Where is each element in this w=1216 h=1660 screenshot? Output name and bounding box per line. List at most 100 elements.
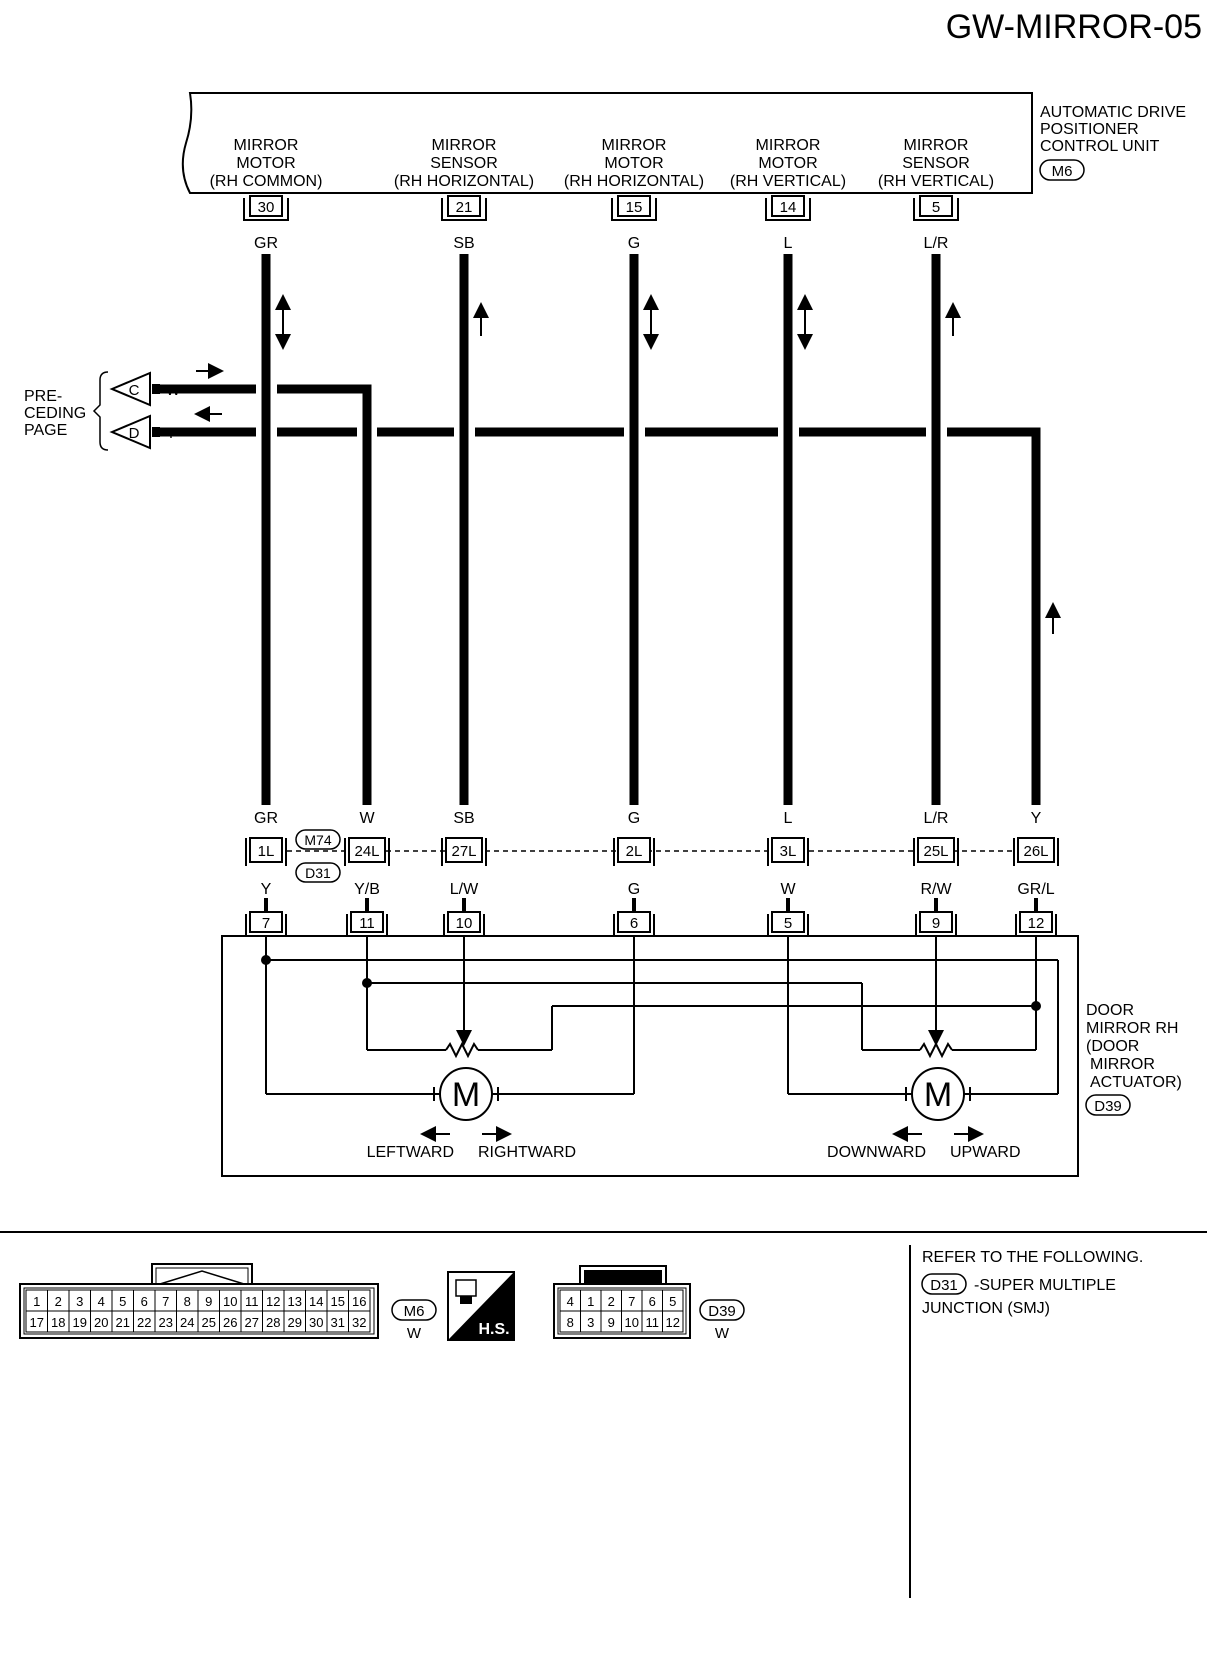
m6-pin-number: 20 — [94, 1315, 108, 1330]
splice-dot-2 — [362, 978, 372, 988]
junction-wire-bottom-7: GR/L — [1017, 881, 1054, 898]
preceding-page-label-3: PAGE — [24, 422, 67, 439]
d39-pin-cell — [662, 1310, 684, 1333]
cu-pin-5-number: 5 — [932, 199, 940, 216]
mirror-pin-10-label: 10 — [456, 915, 473, 932]
junction-wire-bottom-5: W — [780, 881, 796, 898]
junction-wire-bottom-2: Y/B — [354, 881, 380, 898]
terminal-1-label-1: MIRROR — [234, 137, 299, 154]
ref-triangle-d[interactable] — [109, 414, 151, 450]
junction-pin-7-label: 26L — [1023, 843, 1048, 860]
terminal-3-label-3: (RH HORIZONTAL) — [564, 173, 704, 190]
preceding-page-label-1: PRE- — [24, 388, 62, 405]
m6-pin-number: 30 — [309, 1315, 323, 1330]
d39-pin-number: 1 — [587, 1294, 594, 1309]
vertical-motor-icon: M — [905, 1067, 971, 1121]
page-id: GW-MIRROR-05 — [946, 8, 1202, 46]
splice-dot-1 — [261, 955, 271, 965]
mirror-pin-5-label: 5 — [784, 915, 792, 932]
terminal-3-label-1: MIRROR — [602, 137, 667, 154]
d39-pin-number: 11 — [646, 1315, 660, 1330]
cu-pin-30-number: 30 — [258, 199, 275, 216]
junction-pin-26l — [1013, 837, 1059, 866]
junction-pin-5-label: 3L — [780, 843, 797, 860]
terminal-4-label-1: MIRROR — [756, 137, 821, 154]
m6-pin-number: 5 — [119, 1294, 126, 1309]
junction-pin-2l — [613, 837, 655, 866]
wire-color-g-top: G — [628, 235, 640, 252]
cu-pin-21-number: 21 — [456, 199, 473, 216]
m6-pin-number: 6 — [141, 1294, 148, 1309]
junction-pin-1-label: 1L — [258, 843, 275, 860]
control-unit-connector-id: M6 — [1052, 163, 1073, 180]
junction-connector-m74: M74 — [304, 832, 331, 848]
mirror-pin-7 — [245, 911, 287, 936]
ref-triangle-c[interactable] — [109, 371, 151, 407]
svg-text:AUTOMATIC DRIVE: AUTOMATIC DRIVE — [1040, 104, 1186, 121]
terminal-5-label-1: MIRROR — [904, 137, 969, 154]
junction-pin-4-label: 2L — [626, 843, 643, 860]
cu-pin-15 — [611, 195, 657, 221]
d39-pin-number: 8 — [567, 1315, 574, 1330]
door-mirror-name-4: MIRROR — [1090, 1056, 1155, 1073]
d39-pin-number: 4 — [567, 1294, 574, 1309]
reference-title: REFER TO THE FOLLOWING. — [922, 1249, 1143, 1266]
junction-connector-d31: D31 — [305, 865, 331, 881]
wire-color-sb-top: SB — [453, 235, 474, 252]
terminal-2-label-3: (RH HORIZONTAL) — [394, 173, 534, 190]
ref-d-letter: D — [129, 425, 140, 442]
splice-dot-3 — [1031, 1001, 1041, 1011]
wire-color-lr-top: L/R — [924, 235, 949, 252]
mirror-pin-10 — [443, 911, 485, 936]
cu-pin-14-number: 14 — [780, 199, 797, 216]
m6-pin-number: 7 — [162, 1294, 169, 1309]
preceding-page-bracket — [92, 371, 109, 451]
junction-pin-1l — [245, 837, 287, 866]
reference-connector: D31 — [930, 1277, 958, 1294]
junction-wire-bottom-6: R/W — [920, 881, 952, 898]
m6-pin-number: 9 — [205, 1294, 212, 1309]
d39-pin-number: 9 — [608, 1315, 615, 1330]
door-mirror-name-5: ACTUATOR) — [1090, 1074, 1182, 1091]
terminal-1-label-3: (RH COMMON) — [210, 173, 323, 190]
control-unit-name: AUTOMATIC DRIVE POSITIONER CONTROL UNIT — [1040, 104, 1186, 155]
m6-pin-number: 24 — [180, 1315, 194, 1330]
junction-pin-24l — [344, 837, 390, 866]
terminal-5-label-3: (RH VERTICAL) — [878, 173, 994, 190]
junction-pin-2-label: 24L — [354, 843, 379, 860]
m6-view-id: M6 — [404, 1303, 425, 1320]
wire-w — [160, 384, 372, 805]
ref-c-letter: C — [129, 382, 140, 399]
wire-y — [160, 427, 1041, 805]
d39-pin-number: 5 — [669, 1294, 676, 1309]
junction-wire-top-5: L — [784, 810, 793, 827]
door-mirror-name-2: MIRROR RH — [1086, 1020, 1178, 1037]
m6-pin-number: 11 — [245, 1294, 259, 1309]
m6-pin-number: 2 — [55, 1294, 62, 1309]
terminal-2-label-1: MIRROR — [432, 137, 497, 154]
m6-pin-number: 29 — [288, 1315, 302, 1330]
cu-pin-5 — [913, 195, 959, 221]
mirror-pin-12-label: 12 — [1028, 915, 1045, 932]
mirror-pin-6-label: 6 — [630, 915, 638, 932]
wire-color-l-top: L — [784, 235, 793, 252]
mirror-pin-9 — [915, 911, 957, 936]
junction-wire-top-4: G — [628, 810, 640, 827]
m6-pin-number: 26 — [223, 1315, 237, 1330]
reference-line-2: JUNCTION (SMJ) — [922, 1300, 1050, 1317]
m6-pin-number: 22 — [137, 1315, 151, 1330]
junction-pin-6-label: 25L — [923, 843, 948, 860]
terminal-5-label-2: SENSOR — [902, 155, 970, 172]
d39-pin-number: 3 — [587, 1315, 594, 1330]
cu-pin-30 — [243, 195, 289, 221]
ref-d-stub — [152, 427, 160, 437]
m6-pin-number: 15 — [331, 1294, 345, 1309]
junction-pin-27l — [441, 837, 487, 866]
door-mirror-name-3: (DOOR — [1086, 1038, 1139, 1055]
m6-badge — [391, 1299, 437, 1321]
ref-c-stub — [152, 384, 160, 394]
svg-text:H.S.: H.S. — [478, 1321, 509, 1338]
svg-text:M: M — [924, 1076, 952, 1114]
m6-pin-number: 31 — [331, 1315, 345, 1330]
